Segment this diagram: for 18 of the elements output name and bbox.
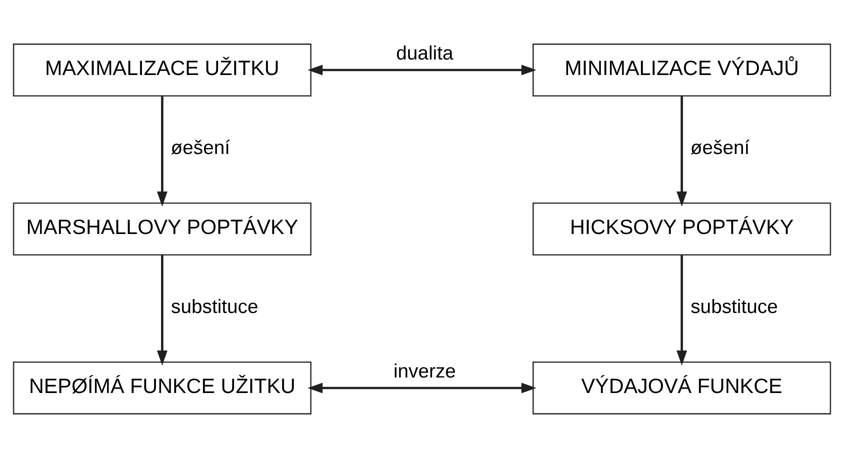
edge-label: substituce [171,296,258,318]
node-box: MARSHALLOVY POPTÁVKY [12,202,312,255]
node-box: MINIMALIZACE VÝDAJŮ [532,43,832,96]
arrow [308,64,536,75]
edge-label: øešení [170,136,230,159]
edge-label: inverze [393,360,456,382]
node-box: HICKSOVY POPTÁVKY [532,202,832,255]
node-box: VÝDAJOVÁ FUNKCE [532,360,832,414]
edge-label: dualita [396,42,454,64]
arrow [156,254,168,366]
edge-label: substituce [690,296,778,318]
arrow [156,96,168,206]
arrow [308,382,536,393]
arrow [676,254,688,366]
arrow [676,96,688,206]
node-box: MAXIMALIZACE UŽITKU [12,43,312,96]
node-box: NEPØÍMÁ FUNKCE UŽITKU [12,360,312,414]
edge-label: øešení [690,136,750,159]
